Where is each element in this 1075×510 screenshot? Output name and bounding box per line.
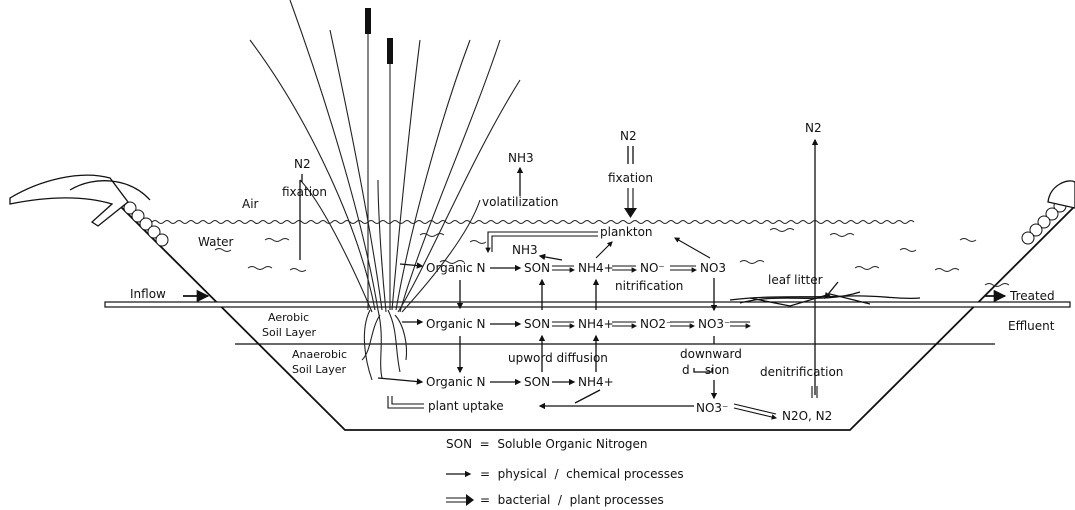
right-bank-rocks — [1022, 181, 1075, 244]
anaerobic-n2o: N2O, N2 — [782, 409, 832, 423]
legend-son: SON = Soluble Organic Nitrogen — [446, 437, 648, 451]
aerobic-no2: NO2⁻ — [640, 317, 672, 331]
aerobic-son: SON — [524, 317, 550, 331]
legend-physical: = physical / chemical processes — [480, 467, 684, 481]
water-organic-n: Organic N — [426, 261, 485, 275]
water-no: NO⁻ — [640, 261, 665, 275]
nh3-water-label: NH3 — [512, 243, 538, 257]
n2-mid-label: N2 — [620, 129, 637, 143]
volatilization-label: volatilization — [482, 195, 558, 209]
aerobic-organic-n: Organic N — [426, 317, 485, 331]
upward-diffusion-label: upword diffusion — [508, 351, 608, 365]
aerobic-no3: NO3⁻ — [698, 317, 730, 331]
nitrification-label: nitrification — [615, 279, 683, 293]
anaerobic-label-1: Anaerobic — [292, 348, 347, 361]
downward-label-2: d sion — [682, 363, 729, 377]
anaerobic-son: SON — [524, 375, 550, 389]
anaerobic-organic-n: Organic N — [426, 375, 485, 389]
downward-label-1: downward — [680, 347, 742, 361]
anaerobic-label-2: Soil Layer — [292, 363, 346, 376]
water-nh4: NH4+ — [578, 261, 614, 275]
water-surface — [140, 221, 914, 224]
nh3-top-label: NH3 — [508, 151, 534, 165]
soil-surface-pipe — [105, 302, 1070, 307]
n2-right-label: N2 — [805, 121, 822, 135]
aerobic-nh4: NH4+ — [578, 317, 614, 331]
left-bank-rocks — [10, 175, 168, 246]
aerobic-label-1: Aerobic — [268, 311, 309, 324]
anaerobic-nh4: NH4+ — [578, 375, 614, 389]
legend-bacterial-arrow — [446, 494, 474, 506]
aerobic-label-2: Soil Layer — [262, 326, 316, 339]
n2-left-label: N2 — [294, 157, 311, 171]
plankton-label: plankton — [600, 225, 653, 239]
water-no3: NO3 — [700, 261, 726, 275]
water-label: Water — [198, 235, 234, 249]
treated-label: Treated — [1009, 289, 1055, 303]
plant-uptake-label: plant uptake — [428, 399, 504, 413]
fixation-left-label: fixation — [282, 185, 327, 199]
inflow-label: Inflow — [130, 287, 166, 301]
effluent-label: Effluent — [1008, 319, 1055, 333]
air-label: Air — [242, 197, 259, 211]
fixation-mid-label: fixation — [608, 171, 653, 185]
anaerobic-no3: NO3⁻ — [696, 401, 728, 415]
leaf-litter-label: leaf litter — [768, 273, 823, 287]
legend-bacterial: = bacterial / plant processes — [480, 493, 664, 507]
water-son: SON — [524, 261, 550, 275]
denitrification-label: denitrification — [760, 365, 843, 379]
